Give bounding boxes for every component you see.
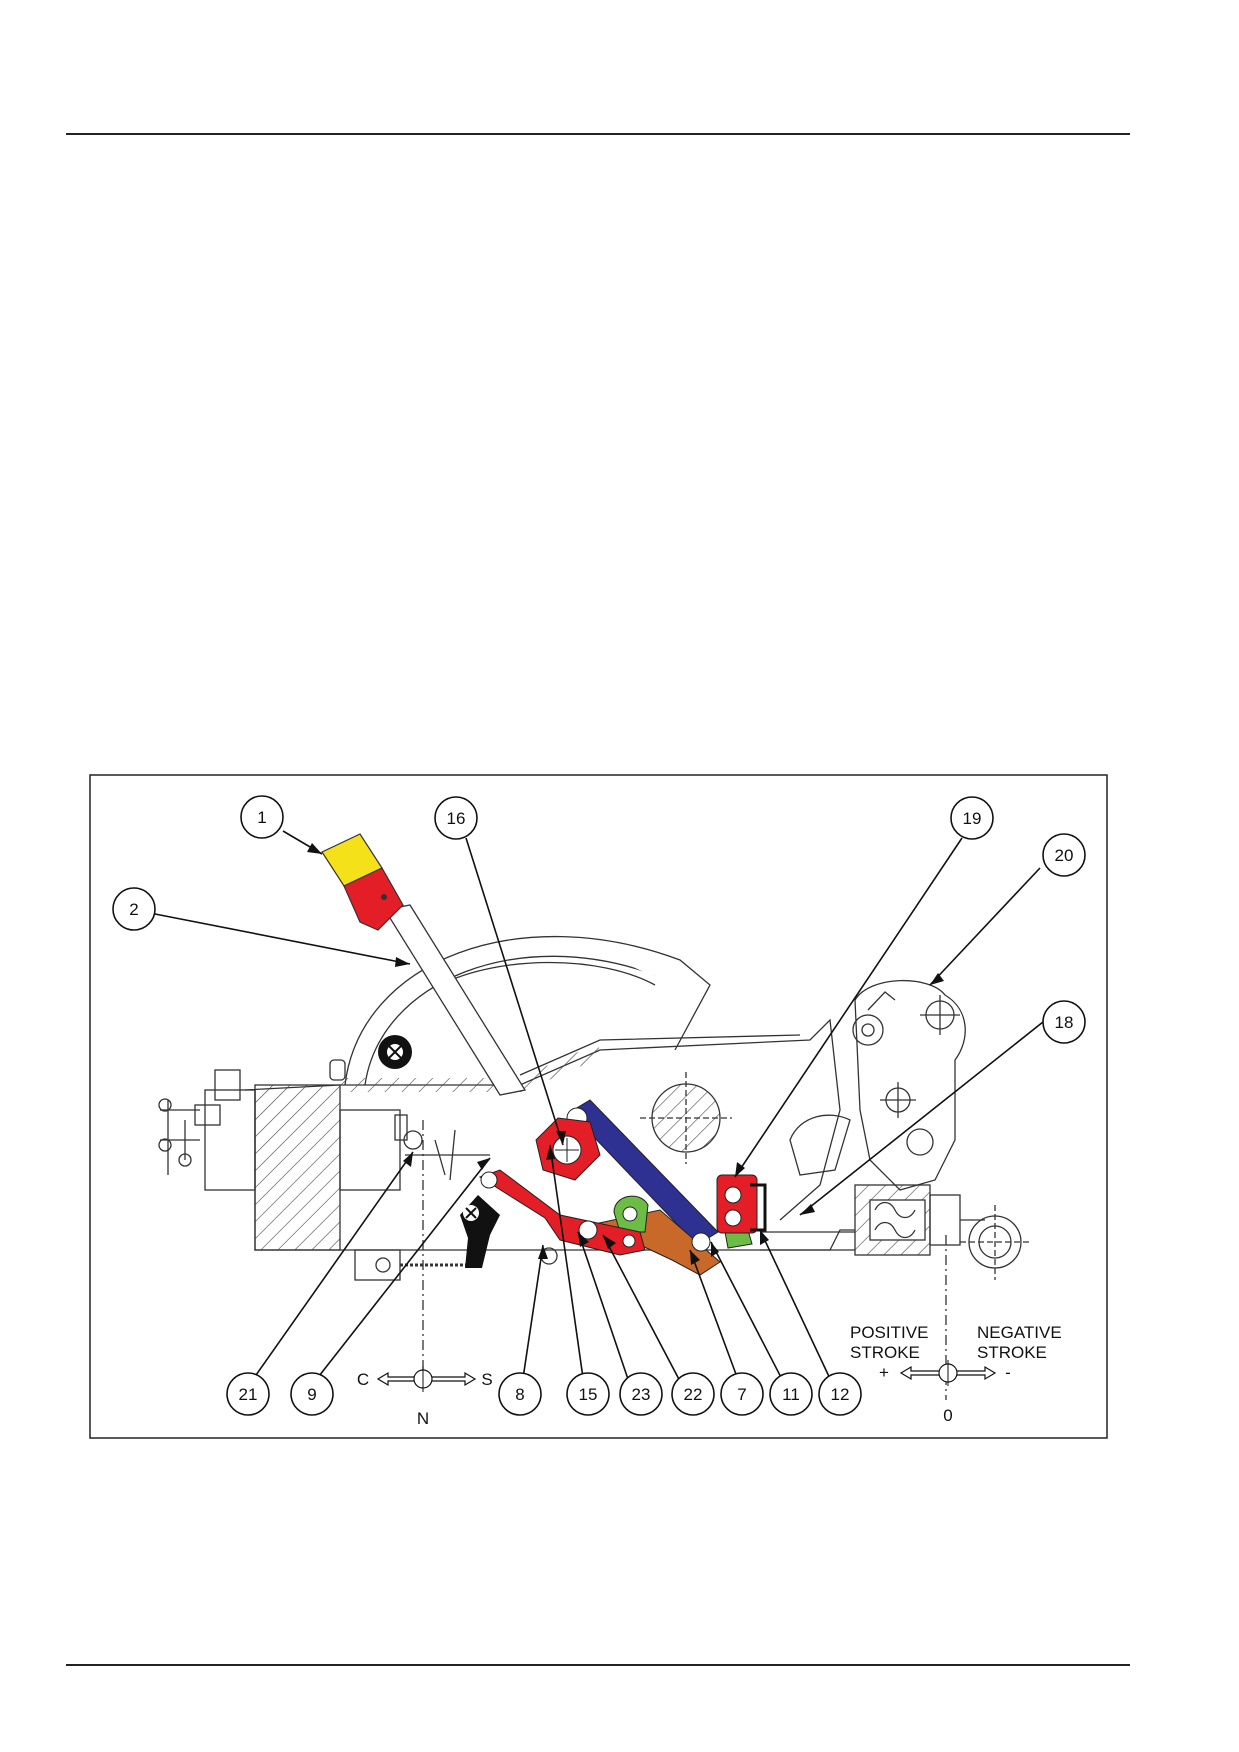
- svg-text:22: 22: [684, 1385, 703, 1404]
- callout-18: 18: [1042, 1000, 1086, 1044]
- pivot-black-ring: [378, 1035, 412, 1069]
- bottom-rule: [66, 1664, 1130, 1666]
- red-block-12: [716, 1174, 767, 1234]
- svg-text:9: 9: [307, 1385, 316, 1404]
- svg-text:19: 19: [963, 809, 982, 828]
- svg-text:15: 15: [579, 1385, 598, 1404]
- plus-sign: +: [879, 1363, 889, 1382]
- callout-9: 9: [290, 1372, 334, 1416]
- svg-text:20: 20: [1055, 846, 1074, 865]
- figure-frame: [89, 774, 1108, 1439]
- black-bracket-8: [460, 1195, 500, 1268]
- callout-8: 8: [498, 1372, 542, 1416]
- callout-15: 15: [566, 1372, 610, 1416]
- callout-1: 1: [240, 795, 284, 839]
- svg-text:23: 23: [632, 1385, 651, 1404]
- svg-text:8: 8: [515, 1385, 524, 1404]
- negative-label-2: STROKE: [977, 1343, 1047, 1362]
- svg-text:7: 7: [737, 1385, 746, 1404]
- callout-16: 16: [434, 796, 478, 840]
- callout-20: 20: [1042, 833, 1086, 877]
- svg-text:16: 16: [447, 809, 466, 828]
- legend-n-label: N: [417, 1409, 429, 1428]
- callout-2: 2: [112, 887, 156, 931]
- positive-label-1: POSITIVE: [850, 1323, 928, 1342]
- legend-stroke: POSITIVE STROKE + NEGATIVE STROKE - 0: [850, 1323, 1062, 1425]
- callout-7: 7: [720, 1372, 764, 1416]
- leader-lines: [154, 830, 1049, 1386]
- arrow-heads: [307, 843, 944, 1265]
- svg-text:21: 21: [239, 1385, 258, 1404]
- minus-sign: -: [1005, 1363, 1011, 1382]
- svg-text:12: 12: [831, 1385, 850, 1404]
- callout-19: 19: [950, 796, 994, 840]
- top-rule: [66, 133, 1130, 135]
- legend-csn: C S N: [357, 1366, 493, 1428]
- callout-22: 22: [671, 1372, 715, 1416]
- positive-label-2: STROKE: [850, 1343, 920, 1362]
- legend-s-label: S: [481, 1370, 492, 1389]
- knob-red: [343, 867, 404, 931]
- negative-label-1: NEGATIVE: [977, 1323, 1062, 1342]
- svg-text:18: 18: [1055, 1013, 1074, 1032]
- callout-23: 23: [619, 1372, 663, 1416]
- green-cam-22: [613, 1195, 753, 1249]
- callout-11: 11: [769, 1372, 813, 1416]
- callout-12: 12: [818, 1372, 862, 1416]
- red-lever-15-23: [478, 1169, 711, 1256]
- legend-c-label: C: [357, 1370, 369, 1389]
- callout-21: 21: [226, 1372, 270, 1416]
- svg-text:1: 1: [257, 808, 266, 827]
- red-hub-16: [535, 1117, 601, 1181]
- zero-label: 0: [943, 1406, 952, 1425]
- svg-text:2: 2: [129, 900, 138, 919]
- svg-text:11: 11: [782, 1385, 800, 1404]
